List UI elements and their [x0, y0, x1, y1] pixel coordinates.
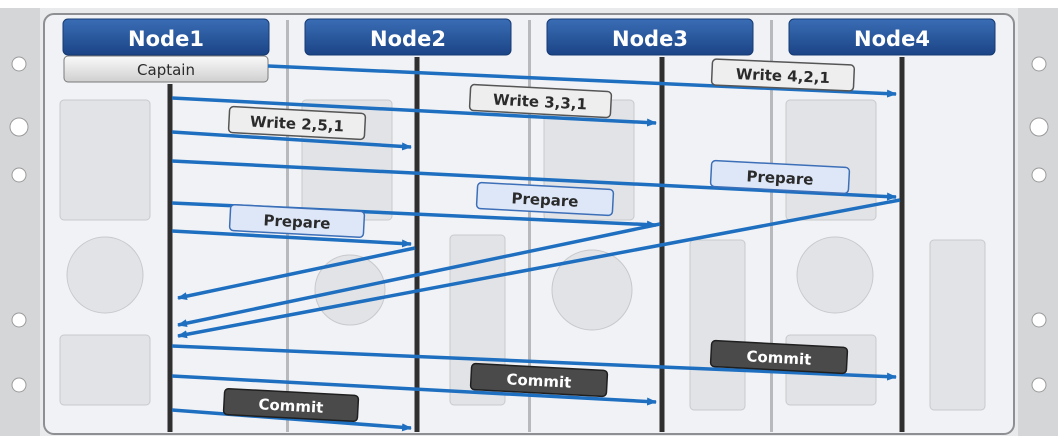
message-label: Prepare: [263, 211, 331, 232]
label-commit-node3: Commit: [469, 362, 609, 398]
label-write-node2: Write 2,5,1: [227, 105, 367, 141]
arrow-ack-node4: [177, 198, 901, 339]
message-label: Write 3,3,1: [492, 91, 587, 114]
message-label: Commit: [506, 370, 572, 391]
captain-label: Captain: [137, 61, 195, 79]
node-header-node2: Node2: [304, 18, 512, 56]
node-header-label: Node2: [370, 27, 446, 51]
label-prepare-node2: Prepare: [228, 203, 366, 239]
node-header-label: Node1: [128, 27, 204, 51]
label-write-node4: Write 4,2,1: [710, 58, 856, 92]
node-header-node1: Node1: [62, 18, 270, 56]
arrow-ack-node2: [177, 246, 416, 301]
message-label: Commit: [746, 347, 812, 368]
message-label: Write 4,2,1: [736, 65, 831, 87]
arrow-prepare-node2: [171, 229, 412, 248]
arrow-commit-node4: [171, 344, 897, 381]
arrow-commit-node3: [171, 374, 657, 406]
arrow-write-node3: [171, 96, 657, 127]
arrow-write-node4: [267, 64, 897, 98]
node-header-node4: Node4: [788, 18, 996, 56]
message-label: Commit: [258, 395, 324, 416]
captain-badge: Captain: [63, 55, 269, 83]
arrow-commit-node2: [171, 408, 412, 432]
node-header-label: Node4: [854, 27, 930, 51]
node-header-label: Node3: [612, 27, 688, 51]
label-commit-node2: Commit: [222, 387, 360, 423]
label-prepare-node4: Prepare: [709, 159, 851, 195]
message-arrows: [171, 64, 901, 432]
arrow-write-node2: [171, 130, 412, 151]
node-header-node3: Node3: [546, 18, 754, 56]
message-label: Write 2,5,1: [249, 113, 344, 136]
arrow-prepare-node4: [171, 159, 897, 201]
arrow-ack-node3: [177, 222, 661, 328]
message-label: Prepare: [746, 167, 814, 188]
message-label: Prepare: [511, 189, 579, 210]
label-write-node3: Write 3,3,1: [468, 83, 613, 119]
label-commit-node4: Commit: [709, 339, 849, 375]
label-prepare-node3: Prepare: [475, 181, 615, 217]
lifelines: [167, 57, 905, 432]
